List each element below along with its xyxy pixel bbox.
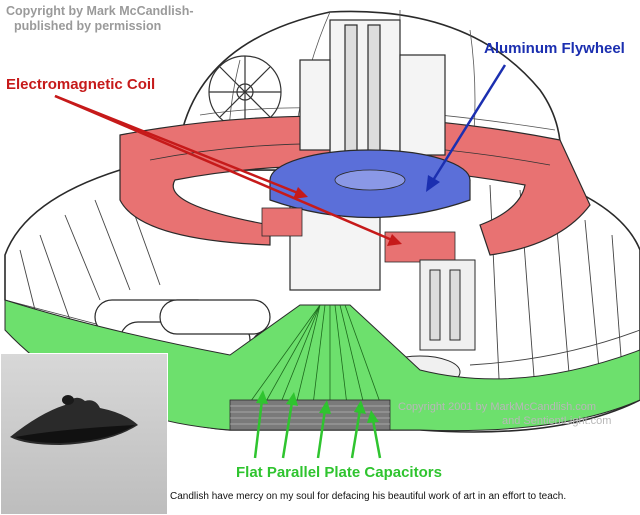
watermark: Copyright 2001 by MarkMcCandlish.com and… bbox=[398, 400, 611, 428]
flywheel-pointer-arrow bbox=[426, 64, 507, 192]
coil-pointer-arrows bbox=[54, 94, 402, 246]
ufo-photo-inset bbox=[0, 353, 168, 515]
copyright-notice: Copyright by Mark McCandlish- published … bbox=[6, 4, 194, 34]
watermark-line-1: Copyright 2001 by MarkMcCandlish.com bbox=[398, 401, 597, 413]
capacitors-label: Flat Parallel Plate Capacitors bbox=[236, 464, 442, 481]
watermark-line-2: and SentientLight.com bbox=[502, 415, 612, 427]
coil-patches bbox=[261, 207, 456, 263]
aluminum-flywheel-label: Aluminum Flywheel bbox=[484, 40, 625, 57]
electromagnetic-coil-label: Electromagnetic Coil bbox=[6, 76, 156, 93]
copyright-line-2: published by permission bbox=[14, 19, 162, 33]
copyright-line-1: Copyright by Mark McCandlish- bbox=[6, 4, 194, 18]
dome-wheel bbox=[208, 55, 282, 129]
aluminum-flywheel bbox=[269, 149, 471, 219]
caption-text: Candlish have mercy on my soul for defac… bbox=[170, 491, 567, 502]
capacitor-pointer-arrows bbox=[253, 390, 382, 459]
